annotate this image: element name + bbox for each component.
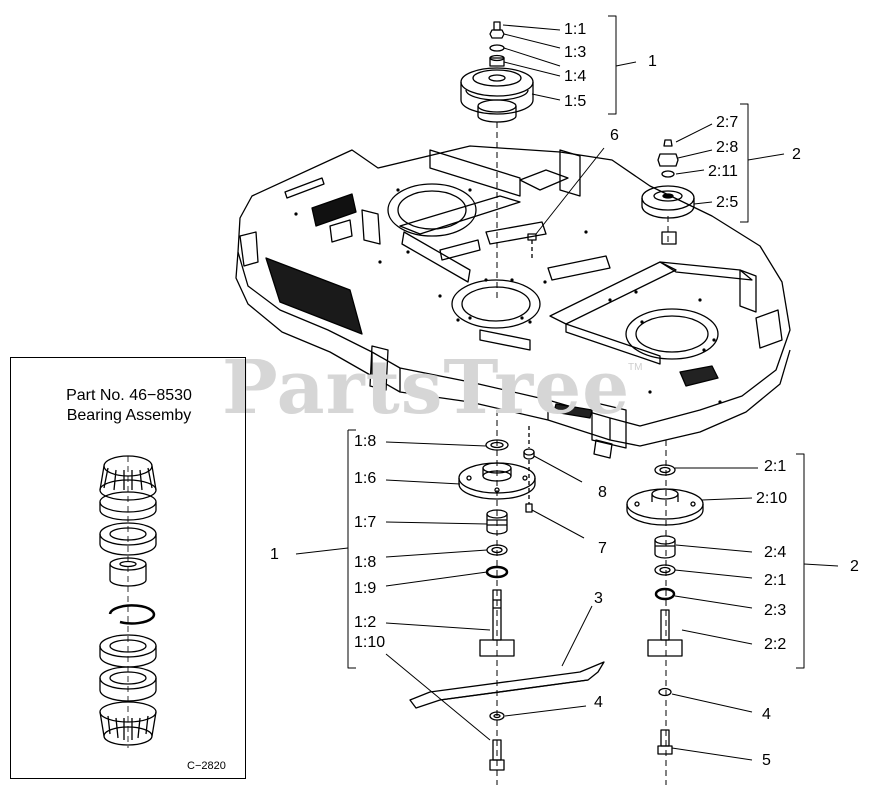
callout-1-top: 1: [648, 53, 657, 70]
callout-1-6: 1:6: [354, 470, 377, 487]
callout-1-1: 1:1: [564, 21, 587, 38]
callout-7: 7: [598, 540, 607, 557]
deck-hardware: [523, 426, 535, 513]
callout-2-4: 2:4: [764, 544, 787, 561]
top-pulley-assembly: [460, 21, 534, 300]
callout-2-1a: 2:1: [764, 458, 787, 475]
inset-part-number: Part No. 46−8530: [66, 387, 192, 404]
callout-2-1b: 2:1: [764, 572, 787, 589]
callout-8: 8: [598, 484, 607, 501]
callout-1-left: 1: [270, 546, 279, 563]
watermark: PartsTree: [222, 345, 631, 431]
callout-2-8: 2:8: [716, 139, 739, 156]
callout-5: 5: [762, 752, 771, 769]
right-spindle-assembly: [626, 440, 704, 785]
drawing-code: C−2820: [187, 760, 226, 772]
left-spindle-assembly: [409, 410, 605, 785]
watermark-tm: TM: [628, 362, 643, 373]
callout-2-7: 2:7: [716, 114, 739, 131]
callout-6: 6: [610, 127, 619, 144]
callout-4-right: 4: [762, 706, 771, 723]
callout-1-4: 1:4: [564, 68, 587, 85]
callout-3: 3: [594, 590, 603, 607]
inset-assembly-name: Bearing Assemby: [66, 407, 192, 424]
callout-2-10: 2:10: [756, 490, 788, 507]
callout-1-5: 1:5: [564, 93, 587, 110]
callout-1-8b: 1:8: [354, 554, 377, 571]
callout-2-5: 2:5: [716, 194, 739, 211]
callout-1-10: 1:10: [354, 634, 386, 651]
callout-1-9: 1:9: [354, 580, 377, 597]
bearing-inset-drawing: [99, 455, 157, 748]
callout-2-3: 2:3: [764, 602, 787, 619]
mower-deck: [235, 145, 791, 459]
callout-1-3: 1:3: [564, 44, 587, 61]
leader-lines: [295, 15, 839, 761]
callout-2-right: 2: [850, 558, 859, 575]
callout-2-11: 2:11: [708, 163, 738, 180]
bolt-6: [527, 233, 537, 260]
right-pulley-assembly: [641, 139, 695, 245]
callout-2-2: 2:2: [764, 636, 787, 653]
callout-1-2: 1:2: [354, 614, 377, 631]
callout-1-8a: 1:8: [354, 433, 377, 450]
inset-title: Part No. 46−8530 Bearing Assemby: [11, 386, 247, 426]
bearing-inset-box: Part No. 46−8530 Bearing Assemby C−2820: [10, 357, 246, 779]
callout-1-7: 1:7: [354, 514, 377, 531]
callout-4-left: 4: [594, 694, 603, 711]
callout-2-top: 2: [792, 146, 801, 163]
